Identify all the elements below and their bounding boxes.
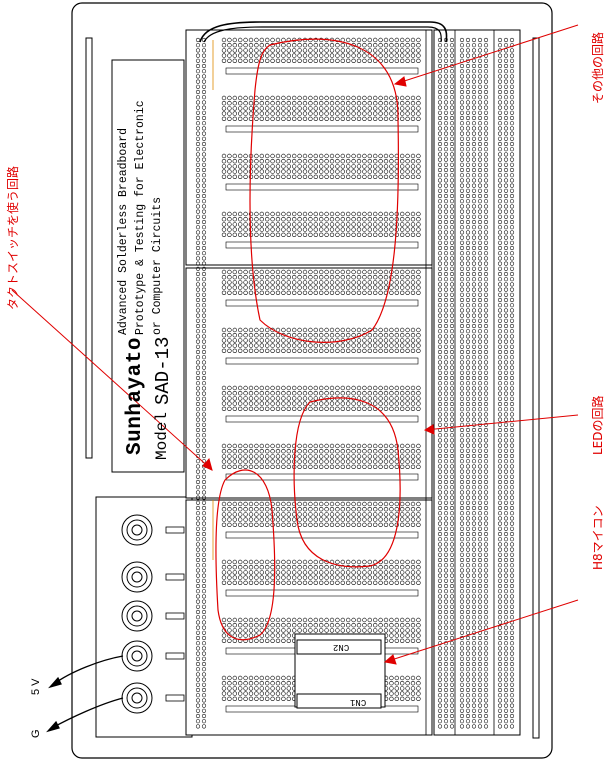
- power-5v-label: 5 V: [30, 678, 42, 695]
- binding-post-core: [132, 572, 142, 582]
- description-line-3: or Computer Circuits: [151, 197, 164, 335]
- cn2-label: CN2: [333, 642, 349, 652]
- power-gnd-label: G: [30, 729, 42, 738]
- center-channel: [226, 126, 418, 132]
- cn1-label: CN1: [350, 697, 366, 707]
- brand-label: Sunhayato: [124, 337, 147, 455]
- center-channel: [226, 184, 418, 190]
- model-label: Model: [153, 412, 171, 460]
- post-lead: [166, 574, 184, 580]
- description-line-1: Advanced Solderless Breadboard: [117, 128, 130, 335]
- center-channel: [226, 242, 418, 248]
- binding-post-core: [132, 611, 142, 621]
- center-channel: [226, 358, 418, 364]
- description-line-2: Prototype & Testing for Electronic: [134, 100, 147, 335]
- model-number: SAD-13: [152, 337, 174, 405]
- center-channel: [226, 474, 418, 480]
- center-channel: [226, 68, 418, 74]
- center-channel: [226, 532, 418, 538]
- binding-post-core: [132, 525, 142, 535]
- breadboard-modules: [186, 30, 520, 735]
- binding-post-core: [132, 693, 142, 703]
- post-lead: [166, 695, 184, 701]
- h8-label: H8マイコン: [589, 505, 606, 570]
- binding-post-core: [132, 651, 142, 661]
- post-lead: [166, 613, 184, 619]
- post-lead: [166, 527, 184, 533]
- tact-switch-label: タクトスイッチを使う回路: [4, 166, 21, 310]
- center-channel: [226, 300, 418, 306]
- led-circuit-label: LEDの回路: [589, 395, 606, 455]
- other-circuit-label: その他の回路: [589, 32, 606, 104]
- cn1-connector: [297, 694, 381, 708]
- post-lead: [166, 653, 184, 659]
- center-channel: [226, 590, 418, 596]
